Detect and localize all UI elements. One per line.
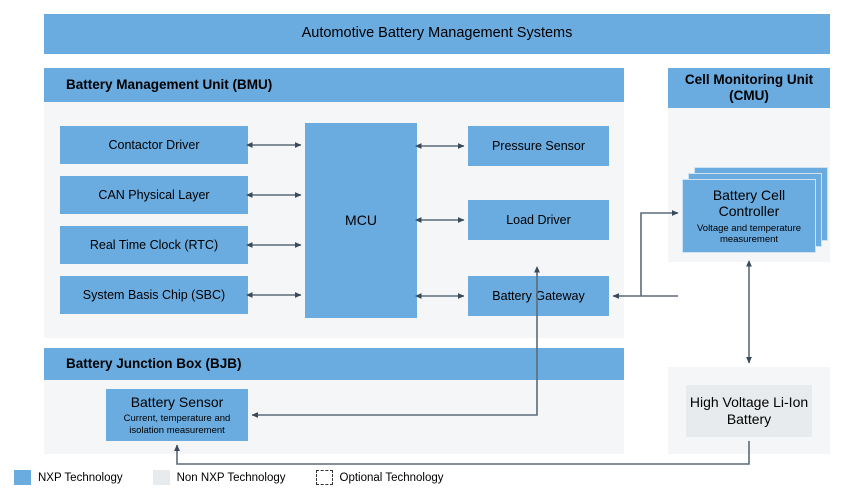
legend-swatch-nxp xyxy=(14,470,31,485)
block-battery-cell-controller-label: Battery Cell Controller xyxy=(712,186,786,220)
block-pressure-sensor[interactable]: Pressure Sensor xyxy=(468,126,609,166)
legend-label-optional: Optional Technology xyxy=(339,471,444,484)
block-battery-cell-controller[interactable]: Battery Cell Controller Voltage and temp… xyxy=(682,179,816,253)
block-mcu-label: MCU xyxy=(345,212,377,229)
block-load-driver-label: Load Driver xyxy=(506,212,571,227)
block-battery-sensor-label: Battery Sensor xyxy=(130,393,224,410)
block-high-voltage-battery-label: High Voltage Li-Ion Battery xyxy=(689,394,809,427)
block-battery-sensor-sublabel: Current, temperature and isolation measu… xyxy=(123,413,231,436)
block-mcu[interactable]: MCU xyxy=(305,123,417,318)
block-system-basis-chip-label: System Basis Chip (SBC) xyxy=(82,287,226,302)
bmu-header: Battery Management Unit (BMU) xyxy=(44,68,624,102)
bmu-header-label: Battery Management Unit (BMU) xyxy=(66,77,273,93)
bjb-header-label: Battery Junction Box (BJB) xyxy=(66,356,242,372)
legend-label-non-nxp: Non NXP Technology xyxy=(176,471,286,484)
legend-item-nxp: NXP Technology xyxy=(14,470,123,485)
legend-swatch-non-nxp xyxy=(152,470,170,485)
block-high-voltage-battery[interactable]: High Voltage Li-Ion Battery xyxy=(686,385,812,437)
block-can-physical-layer[interactable]: CAN Physical Layer xyxy=(60,176,248,214)
block-battery-cell-controller-sublabel: Voltage and temperature measurement xyxy=(696,222,802,246)
block-can-physical-layer-label: CAN Physical Layer xyxy=(98,187,210,202)
block-contactor-driver-label: Contactor Driver xyxy=(108,137,200,152)
block-pressure-sensor-label: Pressure Sensor xyxy=(491,138,586,153)
block-system-basis-chip[interactable]: System Basis Chip (SBC) xyxy=(60,276,248,314)
block-contactor-driver[interactable]: Contactor Driver xyxy=(60,126,248,164)
block-real-time-clock-label: Real Time Clock (RTC) xyxy=(89,237,219,252)
block-battery-gateway-label: Battery Gateway xyxy=(492,288,585,303)
diagram-title: Automotive Battery Management Systems xyxy=(301,25,573,42)
legend-label-nxp: NXP Technology xyxy=(38,471,123,484)
block-real-time-clock[interactable]: Real Time Clock (RTC) xyxy=(60,226,248,264)
cmu-header-label: Cell Monitoring Unit (CMU) xyxy=(684,72,814,103)
block-load-driver[interactable]: Load Driver xyxy=(468,200,609,240)
block-battery-gateway[interactable]: Battery Gateway xyxy=(468,276,609,316)
diagram-title-bar: Automotive Battery Management Systems xyxy=(44,14,830,54)
legend-swatch-optional xyxy=(315,470,333,485)
legend-item-optional: Optional Technology xyxy=(315,470,444,485)
legend: NXP Technology Non NXP Technology Option… xyxy=(14,470,444,485)
block-battery-sensor[interactable]: Battery Sensor Current, temperature and … xyxy=(106,389,248,441)
legend-item-non-nxp: Non NXP Technology xyxy=(152,470,286,485)
cmu-header: Cell Monitoring Unit (CMU) xyxy=(668,68,830,108)
bjb-header: Battery Junction Box (BJB) xyxy=(44,348,624,380)
